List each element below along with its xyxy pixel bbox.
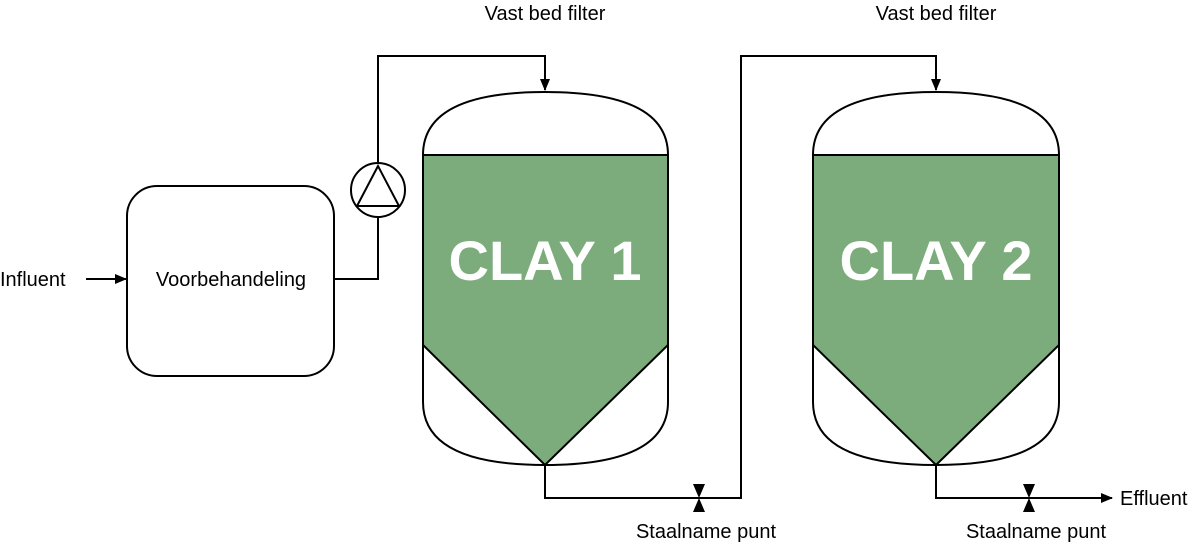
filter-2-clay-bed	[812, 154, 1060, 467]
pretreatment-label: Voorbehandeling	[156, 269, 306, 291]
sample-point-2-label: Staalname punt	[966, 521, 1107, 543]
pipe-filter-2-to-effluent	[935, 465, 1113, 503]
filter-2-media-label: CLAY 2	[840, 229, 1033, 292]
filter-1-media-label: CLAY 1	[449, 229, 642, 292]
sample-point-1-label: Staalname punt	[636, 521, 777, 543]
effluent-label: Effluent	[1120, 488, 1188, 510]
filter-1-clay-bed	[422, 154, 669, 467]
filter-2-vessel: CLAY 2	[812, 90, 1060, 467]
pretreatment-unit: Voorbehandeling	[126, 185, 335, 377]
pipe-pump-to-filter-1	[377, 55, 550, 163]
filter-2-title: Vast bed filter	[876, 3, 997, 25]
influent-label: Influent	[0, 269, 66, 291]
filter-1-vessel: CLAY 1	[422, 90, 669, 467]
pump-icon	[350, 162, 406, 218]
valve-icon	[1023, 484, 1035, 512]
filter-1-title: Vast bed filter	[485, 3, 606, 25]
pipe-pretreatment-to-pump	[334, 217, 379, 280]
pipe-filter-1-to-filter-2	[544, 55, 941, 499]
valve-icon	[693, 484, 705, 512]
